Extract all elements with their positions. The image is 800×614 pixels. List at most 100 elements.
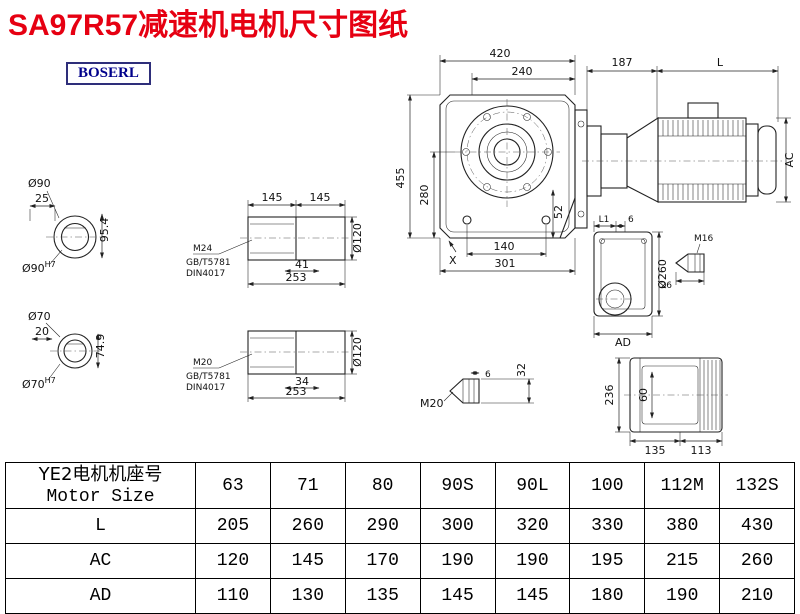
motor-side-view: 187 L AC: [582, 56, 796, 203]
dim-l1-label: L1: [599, 215, 610, 225]
dim-l-label: L: [717, 56, 724, 69]
cell: 110: [195, 578, 271, 614]
dia-90-label: Ø90: [28, 177, 51, 190]
dim-236-label: 236: [603, 385, 616, 406]
len-25-label: 25: [35, 192, 49, 205]
dim-ad-label: AD: [615, 336, 631, 349]
cell: 430: [719, 508, 795, 544]
dim-m16-label: M16: [694, 234, 713, 244]
gearbox-rear-view: L1 6 Ø260 AD M16 26: [593, 215, 713, 349]
size-90l: 90L: [494, 462, 571, 509]
seg2-145-label: 145: [310, 191, 331, 204]
thread-m20-label: M20: [193, 358, 212, 368]
bore-70-label: Ø70H7: [22, 376, 56, 391]
size-132s: 132S: [719, 462, 795, 509]
size-90s: 90S: [419, 462, 496, 509]
cell: 130: [269, 578, 346, 614]
total-253b-label: 253: [286, 385, 307, 398]
cell: 330: [569, 508, 646, 544]
seg1-145-label: 145: [262, 191, 283, 204]
dim-240-label: 240: [512, 65, 533, 78]
cell: 320: [494, 508, 571, 544]
row-label-l: L: [5, 508, 196, 544]
size-112m: 112M: [644, 462, 721, 509]
cell: 145: [419, 578, 496, 614]
key-height-74-label: 74.9: [94, 334, 107, 359]
hollow-shaft-view-m24: 145 145 Ø120 M24 GB/T5781 DIN4017 41 253: [186, 191, 364, 288]
dim-26-label: 26: [661, 281, 673, 291]
cell: 145: [494, 578, 571, 614]
cell: 120: [195, 543, 271, 579]
thread-len-34-label: 34: [295, 375, 309, 388]
motor-size-en: Motor Size: [46, 486, 155, 507]
cell: 300: [419, 508, 496, 544]
cell: 290: [344, 508, 421, 544]
cell: 210: [719, 578, 795, 614]
dimension-table: YE2电机机座号 Motor Size 63 71 80 90S 90L 100…: [5, 462, 795, 614]
cell: 190: [494, 543, 571, 579]
motor-size-cn: YE2电机机座号: [38, 463, 163, 485]
shaft-end-view-90: Ø90 25 95.4 Ø90H7: [22, 177, 111, 275]
dim-60-label: 60: [637, 388, 650, 402]
dim-135-label: 135: [645, 444, 666, 457]
dim-140-label: 140: [494, 240, 515, 253]
dia-120a-label: Ø120: [351, 223, 364, 253]
table-row-ac: AC 120 145 170 190 190 195 215 260: [5, 543, 795, 579]
len-20-label: 20: [35, 325, 49, 338]
cell: 170: [344, 543, 421, 579]
size-71: 71: [269, 462, 346, 509]
table-header-row: YE2电机机座号 Motor Size 63 71 80 90S 90L 100…: [5, 462, 795, 509]
dim-m20-plug-label: M20: [420, 397, 444, 410]
dim-455-label: 455: [394, 168, 407, 189]
housing-front-view: 420 240 455 280 52 140 301 X: [394, 47, 588, 275]
cell: 215: [644, 543, 721, 579]
cell: 195: [569, 543, 646, 579]
hollow-shaft-view-m20: Ø120 M20 GB/T5781 DIN4017 34 253: [186, 330, 364, 402]
size-100: 100: [569, 462, 646, 509]
cell: 260: [719, 543, 795, 579]
dim-6-step-label: 6: [628, 215, 634, 225]
table-row-l: L 205 260 290 300 320 330 380 430: [5, 508, 795, 544]
dim-32-label: 32: [515, 363, 528, 377]
table-header-motor-size: YE2电机机座号 Motor Size: [5, 462, 196, 509]
cell: 145: [269, 543, 346, 579]
size-63: 63: [195, 462, 271, 509]
page-title: SA97R57减速机电机尺寸图纸: [8, 9, 409, 42]
motor-top-view: 236 60 135 113: [603, 357, 728, 457]
bore-90-label: Ø90H7: [22, 260, 56, 275]
total-253a-label: 253: [286, 271, 307, 284]
dim-420-label: 420: [490, 47, 511, 60]
x-mark-label: X: [449, 254, 457, 267]
shaft-end-view-70: Ø70 20 74.9 Ø70H7: [22, 310, 107, 391]
dim-260-label: Ø260: [656, 259, 669, 289]
dim-187-label: 187: [612, 56, 633, 69]
dim-6-tip-label: 6: [485, 370, 491, 380]
row-label-ad: AD: [5, 578, 196, 614]
std-din-a-label: DIN4017: [186, 269, 225, 279]
dim-280-label: 280: [418, 185, 431, 206]
cell: 190: [419, 543, 496, 579]
dia-120b-label: Ø120: [351, 337, 364, 367]
std-gb-a-label: GB/T5781: [186, 258, 231, 268]
thread-len-41-label: 41: [295, 258, 309, 271]
cell: 205: [195, 508, 271, 544]
row-label-ac: AC: [5, 543, 196, 579]
std-gb-b-label: GB/T5781: [186, 372, 231, 382]
dia-70-label: Ø70: [28, 310, 51, 323]
dim-ac-label: AC: [783, 152, 796, 167]
cell: 180: [569, 578, 646, 614]
std-din-b-label: DIN4017: [186, 383, 225, 393]
size-80: 80: [344, 462, 421, 509]
dim-113-label: 113: [691, 444, 712, 457]
cell: 135: [344, 578, 421, 614]
brand-logo: BOSERL: [66, 62, 151, 85]
cell: 190: [644, 578, 721, 614]
table-row-ad: AD 110 130 135 145 145 180 190 210: [5, 578, 795, 614]
key-height-95-label: 95.4: [98, 218, 111, 243]
dim-52-label: 52: [552, 205, 565, 219]
technical-drawing: Ø90 25 95.4 Ø90H7 Ø70 20 74.9 Ø70H7: [22, 47, 796, 457]
cell: 380: [644, 508, 721, 544]
dim-301-label: 301: [495, 257, 516, 270]
cell: 260: [269, 508, 346, 544]
thread-m24-label: M24: [193, 244, 212, 254]
